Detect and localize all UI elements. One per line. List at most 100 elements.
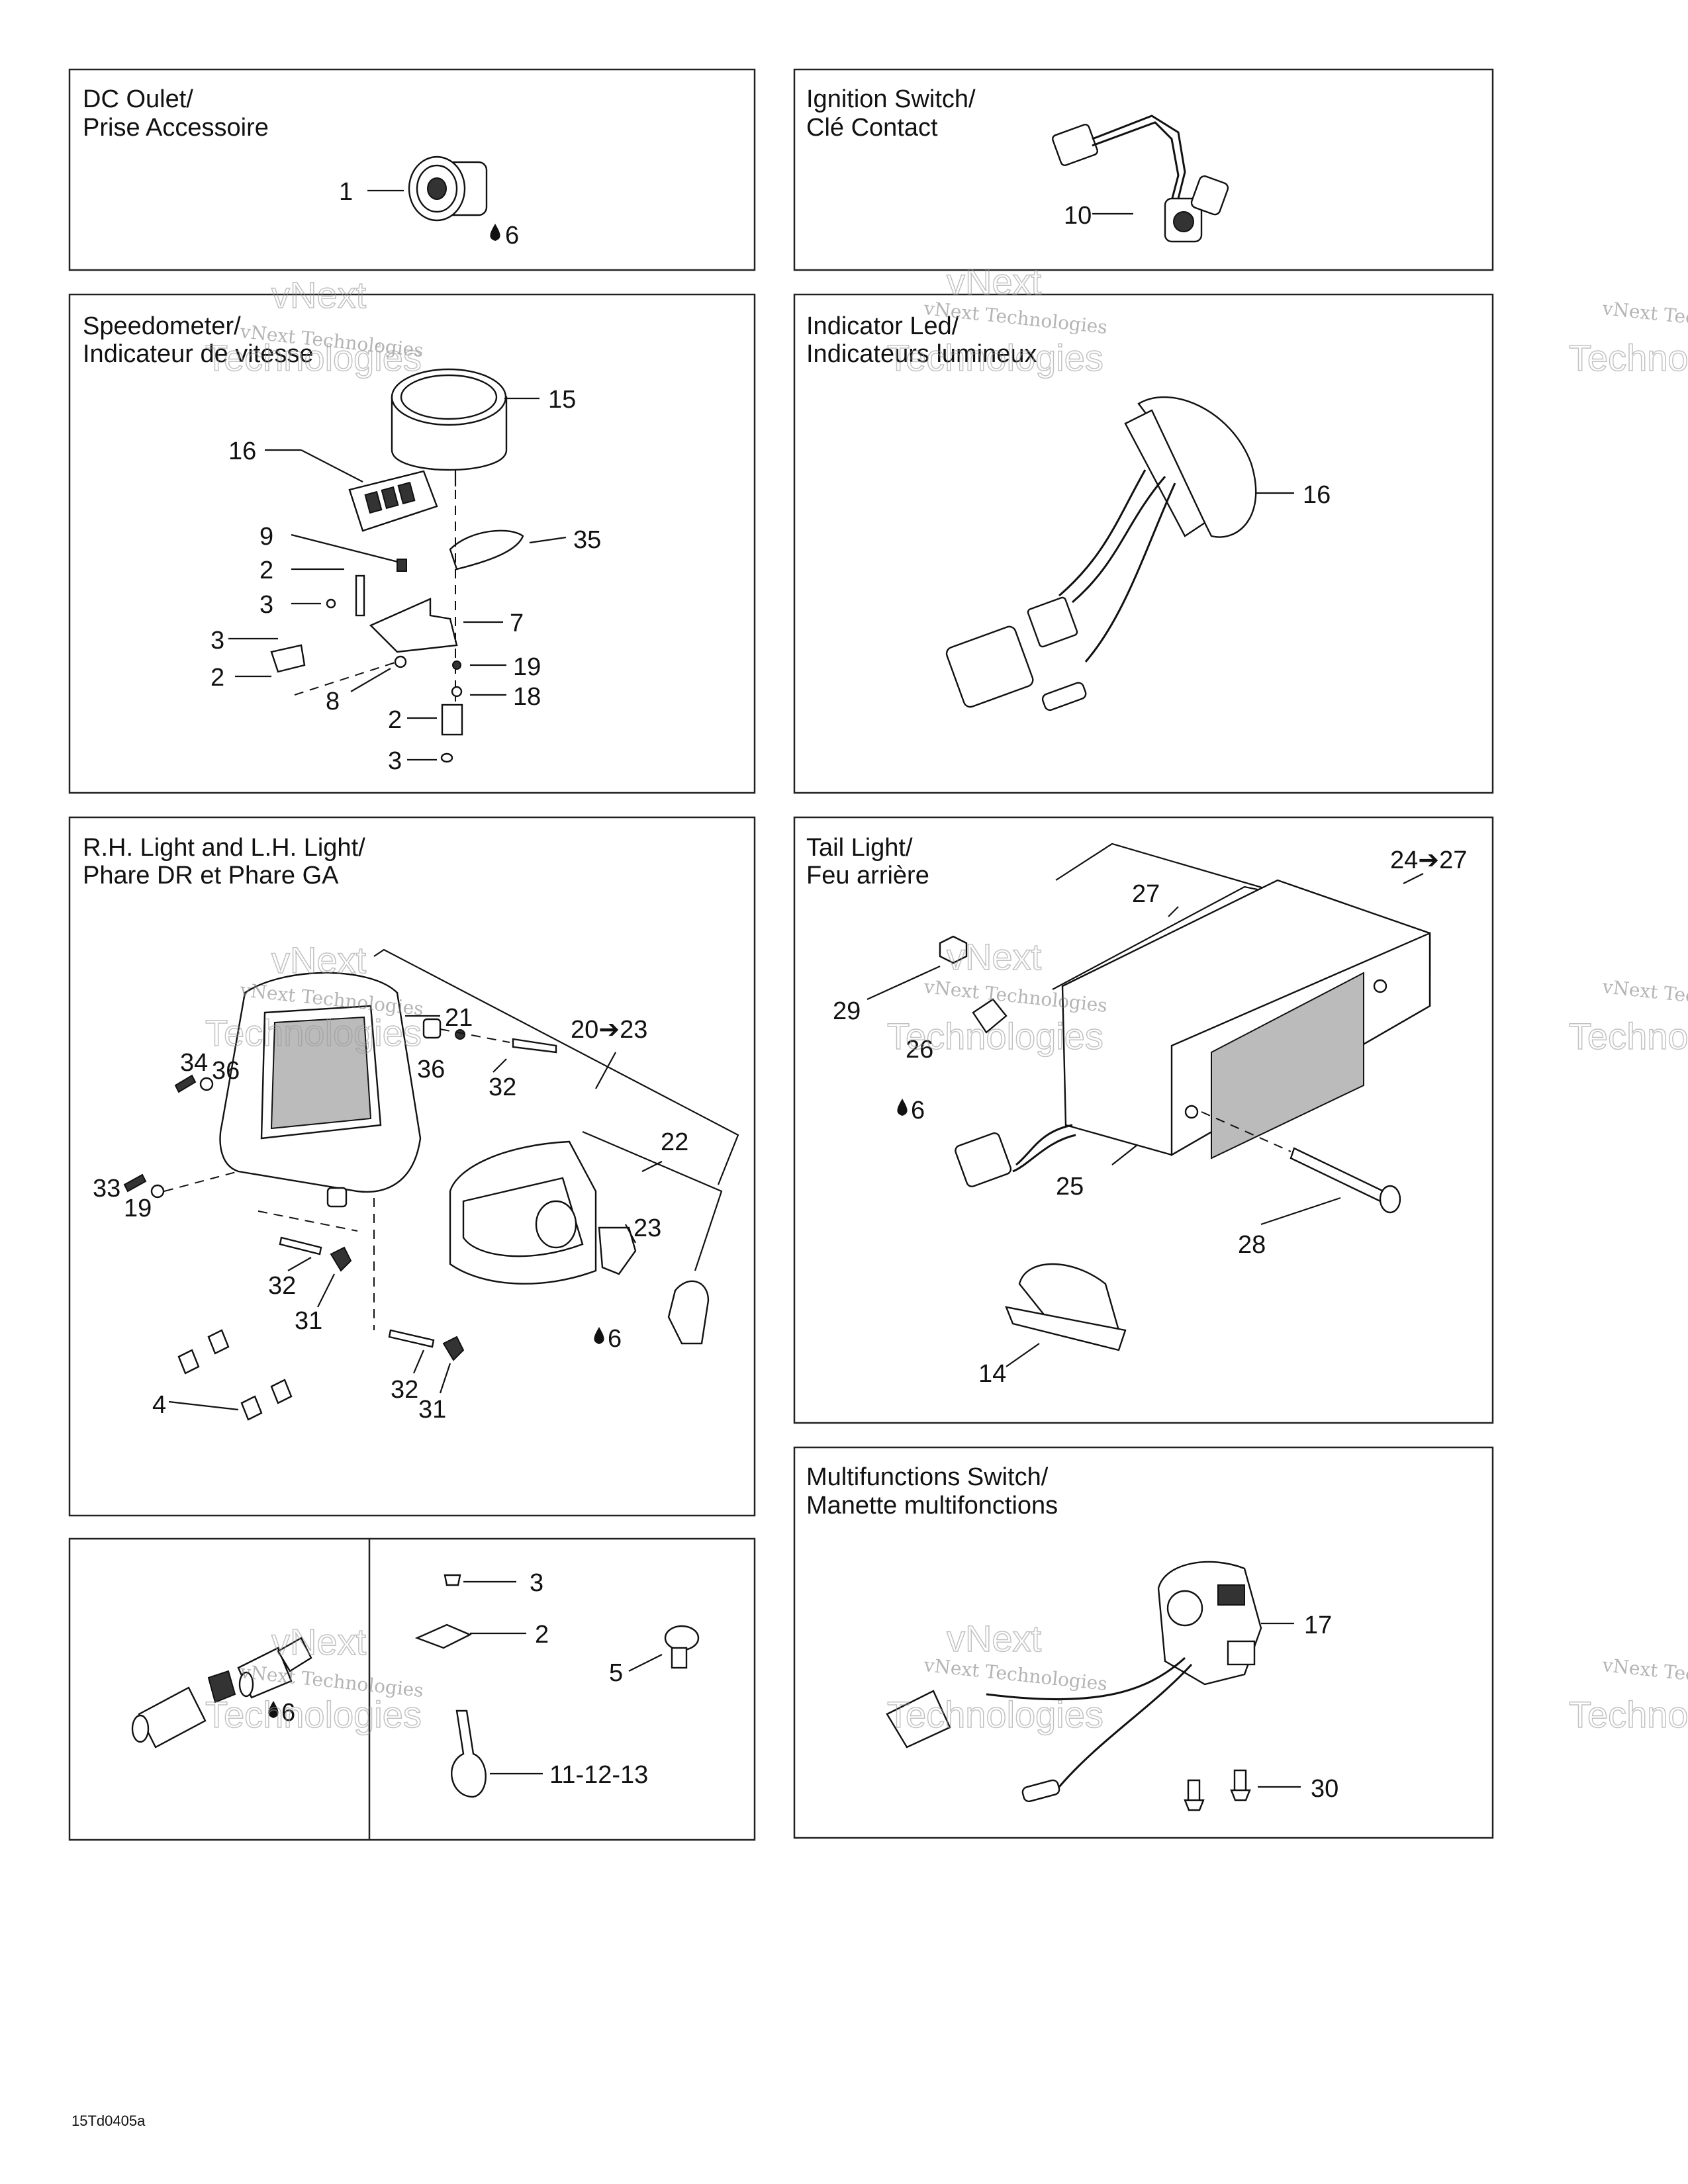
callout-2b: 2 bbox=[211, 664, 224, 692]
taillight-title-fr: Feu arrière bbox=[806, 862, 929, 889]
knob-31a-icon bbox=[330, 1246, 352, 1272]
spring-33-icon bbox=[123, 1173, 147, 1193]
callout-19: 19 bbox=[513, 653, 541, 681]
callout-20-23: 20➔23 bbox=[571, 1016, 647, 1044]
callout-31a: 31 bbox=[295, 1307, 322, 1335]
bolt-32c-icon bbox=[388, 1329, 435, 1348]
drop-icon bbox=[490, 224, 500, 241]
clip-2-icon bbox=[355, 574, 365, 617]
callout-2-misc: 2 bbox=[535, 1621, 549, 1649]
callout-3-misc: 3 bbox=[530, 1569, 543, 1597]
callout-5-misc: 5 bbox=[609, 1659, 623, 1687]
watermark-text: Technologies bbox=[205, 337, 422, 379]
clip-4d-icon bbox=[270, 1379, 293, 1404]
knob-31b-icon bbox=[442, 1336, 465, 1361]
headlights-title-fr: Phare DR et Phare GA bbox=[83, 862, 339, 889]
clip-4c-icon bbox=[240, 1395, 263, 1421]
callout-3b: 3 bbox=[211, 627, 224, 655]
callout-29: 29 bbox=[833, 997, 861, 1025]
cable-tie-icon bbox=[451, 1709, 487, 1798]
callout-9: 9 bbox=[259, 523, 273, 551]
callout-25: 25 bbox=[1056, 1173, 1084, 1201]
ignition-title-en: Ignition Switch/ bbox=[806, 85, 976, 113]
washer-8-icon bbox=[394, 655, 407, 668]
screw-9-icon bbox=[397, 559, 407, 572]
multifunction-title-fr: Manette multifonctions bbox=[806, 1492, 1058, 1520]
callout-17: 17 bbox=[1304, 1612, 1332, 1639]
taillight-connector-icon bbox=[955, 1132, 1012, 1187]
bolt-32a-icon bbox=[512, 1038, 557, 1054]
watermark-text: Technologies bbox=[1569, 1694, 1688, 1735]
callout-6-headlight: 6 bbox=[608, 1325, 622, 1353]
watermark-text: Technologies bbox=[205, 1694, 422, 1735]
nut-3c-icon bbox=[440, 752, 453, 763]
callout-32c: 32 bbox=[391, 1376, 418, 1404]
washer-36a-icon bbox=[199, 1077, 214, 1091]
panel-ignition-switch bbox=[793, 68, 1494, 271]
watermark-text: vNext Technologies bbox=[1601, 976, 1688, 1017]
watermark-text: vNext bbox=[271, 1621, 367, 1662]
screw-3-icon bbox=[444, 1574, 461, 1586]
connector-assembly-illustration bbox=[131, 1637, 312, 1749]
callout-32b: 32 bbox=[268, 1272, 296, 1300]
taillight-title-en: Tail Light/ bbox=[806, 834, 913, 862]
watermark-text: vNext bbox=[271, 274, 367, 316]
callout-36b: 36 bbox=[417, 1056, 445, 1083]
headlight-housing-22 bbox=[449, 1140, 597, 1285]
screw-5-icon bbox=[664, 1625, 700, 1651]
callout-34: 34 bbox=[180, 1049, 208, 1077]
callout-26: 26 bbox=[906, 1036, 933, 1064]
indicator-title-fr: Indicateurs lumineux bbox=[806, 340, 1037, 368]
watermark-text: Technologies bbox=[887, 1015, 1103, 1057]
callout-10: 10 bbox=[1064, 202, 1092, 230]
callout-3c: 3 bbox=[388, 747, 402, 775]
callout-6-misc: 6 bbox=[281, 1699, 295, 1727]
washer-19-icon bbox=[150, 1184, 165, 1199]
drop-icon-taillight bbox=[897, 1099, 908, 1116]
watermark-text: vNext bbox=[947, 936, 1042, 978]
misc-hardware-section: 6 3 2 5 11-12-13 bbox=[131, 1569, 700, 1798]
callout-6-taillight: 6 bbox=[911, 1097, 925, 1124]
indicator-led-section: Indicator Led/ Indicateurs lumineux 16 bbox=[806, 312, 1331, 711]
taillight-body-25 bbox=[1061, 879, 1431, 1160]
callout-6: 6 bbox=[505, 222, 519, 250]
spacer-36b-icon bbox=[422, 1018, 442, 1039]
callout-7: 7 bbox=[510, 610, 524, 637]
dc-outlet-title-en: DC Oulet/ bbox=[83, 85, 193, 113]
callout-18: 18 bbox=[513, 683, 541, 711]
bolt-32b-icon bbox=[279, 1236, 322, 1255]
callout-21: 21 bbox=[445, 1004, 473, 1032]
speedometer-cover-35 bbox=[449, 529, 524, 570]
callout-28: 28 bbox=[1238, 1231, 1266, 1259]
spring-34-icon bbox=[174, 1074, 197, 1093]
clip-2c-icon bbox=[441, 704, 463, 736]
callout-11-12-13: 11-12-13 bbox=[549, 1761, 648, 1789]
bulb-socket-icon bbox=[667, 1280, 710, 1345]
speedometer-bracket-7 bbox=[369, 598, 458, 653]
watermark-text: vNext Technologies bbox=[1601, 297, 1688, 338]
headlight-frame-21 bbox=[219, 972, 422, 1193]
callout-16: 16 bbox=[228, 437, 256, 465]
speedometer-title-fr: Indicateur de vitesse bbox=[83, 340, 314, 368]
clip-4b-icon bbox=[207, 1329, 230, 1355]
multifunction-switch-illustration bbox=[886, 1561, 1262, 1803]
drawing-code: 15Td0405a bbox=[71, 2113, 146, 2129]
screw-30b-icon bbox=[1230, 1769, 1251, 1801]
callout-15: 15 bbox=[548, 386, 576, 414]
callout-23: 23 bbox=[633, 1214, 661, 1242]
taillight-section: Tail Light/ Feu arrière 24➔27 27 25 29 2… bbox=[806, 834, 1467, 1388]
dc-outlet-title-fr: Prise Accessoire bbox=[83, 114, 269, 142]
clip-14-icon bbox=[1018, 1263, 1120, 1335]
callout-19-headlight: 19 bbox=[124, 1195, 152, 1222]
panel-misc-hardware bbox=[68, 1537, 756, 1841]
headlights-section: R.H. Light and L.H. Light/ Phare DR et P… bbox=[83, 834, 739, 1424]
speedometer-section: Speedometer/ Indicateur de vitesse 15 16… bbox=[83, 312, 601, 775]
callout-33: 33 bbox=[93, 1175, 120, 1203]
nut-29-icon bbox=[939, 935, 968, 964]
callout-4: 4 bbox=[152, 1391, 166, 1419]
panel-multifunction-switch bbox=[793, 1446, 1494, 1839]
panel-dc-outlet bbox=[68, 68, 756, 271]
drop-icon-misc bbox=[268, 1701, 279, 1718]
watermark-text: vNext bbox=[947, 261, 1042, 302]
watermark-text: Technologies bbox=[1569, 337, 1688, 379]
